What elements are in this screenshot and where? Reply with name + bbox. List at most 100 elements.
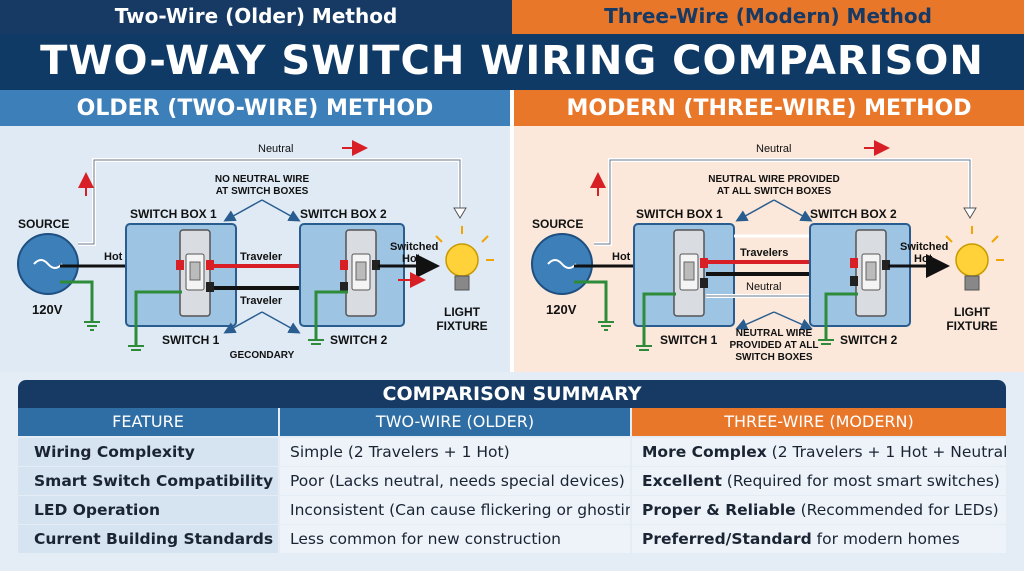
older-traveler-bottom-label: Traveler (240, 295, 283, 307)
older-source-ground-wire (60, 280, 94, 322)
older-neutral-arrow-icon (453, 207, 467, 219)
older-ac-wave-icon (33, 259, 63, 269)
older-switch-box-1-label: SWITCH BOX 1 (130, 207, 217, 221)
modern-switch-1-label: SWITCH 1 (660, 333, 718, 347)
modern-note-line-2: AT ALL SWITCH BOXES (717, 186, 832, 197)
older-neutral-outline (78, 159, 461, 245)
older-diagram: Neutral NO NEUTRAL WIRE AT SWITCH BOXES … (17, 140, 494, 361)
older-neutral-label: Neutral (258, 143, 293, 155)
older-note-arrow-right-icon (261, 199, 301, 222)
tab-older: Two-Wire (Older) Method (114, 4, 398, 28)
table-row: Smart Switch Compatibility Poor (Lacks n… (18, 467, 1006, 495)
older-switch-2-label: SWITCH 2 (330, 333, 388, 347)
three-wire-cell: Proper & Reliable (Recommended for LEDs) (632, 496, 1006, 524)
modern-bottom-arrow-left-icon (735, 311, 775, 330)
three-wire-cell-emphasis: Preferred/Standard (642, 530, 812, 548)
older-source-label: SOURCE (18, 217, 69, 231)
modern-hot-label: Hot (612, 251, 631, 263)
three-wire-cell-emphasis: Proper & Reliable (642, 501, 796, 519)
modern-switch-1-toggle-icon (673, 229, 708, 317)
older-note-arrow-left-icon (223, 199, 263, 222)
summary-header-bar (18, 380, 1006, 408)
feature-cell: Current Building Standards (18, 525, 278, 553)
modern-switch-2-ground-wire (824, 292, 858, 340)
modern-switch-2-ground-icon (818, 339, 834, 345)
modern-light-line-1: LIGHT (954, 305, 991, 319)
modern-neutral-label: Neutral (756, 143, 791, 155)
modern-switch-1-ground-wire (642, 292, 676, 346)
older-bottom-arrow-left-icon (223, 311, 263, 334)
modern-neutral-arrow-icon (963, 207, 977, 219)
older-header-bar (0, 90, 510, 126)
older-switch-1-ground-wire (134, 290, 182, 346)
table-row: Wiring Complexity Simple (2 Travelers + … (18, 438, 1006, 466)
modern-note-arrow-right-icon (773, 199, 813, 222)
older-hot-label: Hot (104, 251, 123, 263)
older-traveler-top-label: Traveler (240, 251, 283, 263)
two-wire-cell: Less common for new construction (280, 525, 630, 553)
older-switch-1-toggle-icon (176, 229, 214, 317)
three-wire-cell-emphasis: More Complex (642, 443, 767, 461)
modern-note-arrow-left-icon (735, 199, 775, 222)
two-wire-cell: Simple (2 Travelers + 1 Hot) (280, 438, 630, 466)
older-note-line-2: AT SWITCH BOXES (216, 186, 309, 197)
older-switch-box-2-label: SWITCH BOX 2 (300, 207, 387, 221)
older-light-line-1: LIGHT (444, 305, 481, 319)
older-note-line-1: NO NEUTRAL WIRE (215, 174, 310, 185)
three-wire-cell-emphasis: Excellent (642, 472, 722, 490)
three-wire-cell-detail: (2 Travelers + 1 Hot + Neutral) (766, 443, 1006, 461)
page-title: TWO-WAY SWITCH WIRING COMPARISON (40, 38, 984, 84)
older-switch-1-label: SWITCH 1 (162, 333, 220, 347)
older-source-ground-icon (84, 321, 100, 331)
modern-source-ground-icon (598, 321, 614, 331)
modern-source-label: SOURCE (532, 217, 583, 231)
table-row: LED Operation Inconsistent (Can cause fl… (18, 496, 1006, 524)
two-wire-cell: Inconsistent (Can cause flickering or gh… (280, 496, 630, 524)
older-bottom-arrow-right-icon (261, 311, 301, 334)
modern-switch-2-label: SWITCH 2 (840, 333, 898, 347)
modern-bottom-note-line-2: PROVIDED AT ALL (729, 340, 818, 351)
older-switch-2-ground-icon (308, 339, 324, 345)
modern-header-bar (514, 90, 1024, 126)
modern-diagram: Neutral NEUTRAL WIRE PROVIDED AT ALL SWI… (531, 140, 1004, 363)
modern-switch-1-ground-icon (636, 345, 652, 351)
three-wire-cell-detail: for modern homes (811, 530, 960, 548)
older-bottom-note: GECONDARY (230, 350, 295, 361)
title-bar (0, 34, 1024, 90)
modern-bottom-note-line-3: SWITCH BOXES (735, 352, 813, 363)
modern-bottom-arrow-right-icon (773, 311, 813, 330)
feature-cell: Smart Switch Compatibility (18, 467, 278, 495)
three-wire-cell: Excellent (Required for most smart switc… (632, 467, 1006, 495)
tab-modern-bg (512, 0, 1024, 34)
modern-neutral-outline (594, 159, 971, 245)
older-switch-2-toggle-icon (340, 229, 380, 317)
two-wire-cell-text: Less common for new construction (290, 530, 562, 548)
column-header-three-wire: THREE-WIRE (MODERN) (632, 408, 1006, 436)
older-light-line-2: FIXTURE (436, 319, 487, 333)
older-diagram-panel (0, 126, 510, 372)
older-switched-hot-line-1: Switched (390, 241, 438, 253)
three-wire-cell: More Complex (2 Travelers + 1 Hot + Neut… (632, 438, 1006, 466)
older-light-bulb-icon (435, 226, 494, 291)
modern-switch-box-1-label: SWITCH BOX 1 (636, 207, 723, 221)
modern-source-ground-wire (574, 280, 608, 322)
two-wire-cell: Poor (Lacks neutral, needs special devic… (280, 467, 630, 495)
modern-switch-2-toggle-icon (850, 229, 890, 317)
older-section-title: OLDER (TWO-WIRE) METHOD (76, 96, 434, 121)
three-wire-cell-detail: (Recommended for LEDs) (795, 501, 999, 519)
older-switched-hot-line-2: Hot (402, 253, 421, 265)
table-row: Current Building Standards Less common f… (18, 525, 1006, 553)
wiring-diagrams: Neutral NO NEUTRAL WIRE AT SWITCH BOXES … (17, 140, 1004, 363)
older-switch-1-ground-icon (128, 345, 144, 351)
feature-cell: LED Operation (18, 496, 278, 524)
modern-switched-hot-line-1: Switched (900, 241, 948, 253)
modern-diagram-panel (514, 126, 1024, 372)
modern-neutral-mid-label: Neutral (746, 281, 781, 293)
summary-title: COMPARISON SUMMARY (382, 383, 642, 405)
feature-cell: Wiring Complexity (18, 438, 278, 466)
modern-switched-hot-line-2: Hot (914, 253, 933, 265)
tab-modern: Three-Wire (Modern) Method (604, 4, 932, 28)
modern-travelers-label: Travelers (740, 247, 788, 259)
column-header-two-wire: TWO-WIRE (OLDER) (280, 408, 630, 436)
column-header-feature: FEATURE (18, 408, 278, 436)
